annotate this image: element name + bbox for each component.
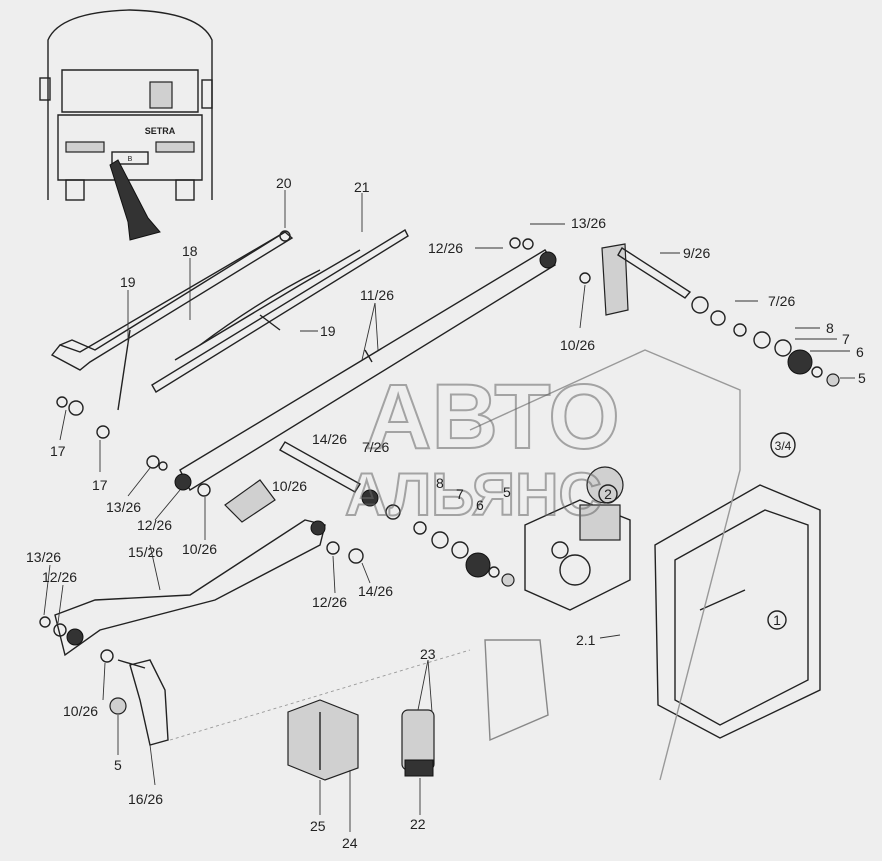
label-2-1: 2.1: [576, 632, 596, 648]
label-13-26a: 13/26: [571, 215, 606, 231]
license-plate: [111, 151, 149, 165]
label-22: 22: [410, 816, 426, 832]
label-9-26: 9/26: [683, 245, 710, 261]
label-12-26d: 12/26: [312, 594, 347, 610]
label-25: 25: [310, 818, 326, 834]
washers-left: [39, 237, 591, 663]
wiper-blade: [117, 229, 409, 411]
label-5c: 5: [114, 757, 122, 773]
leader-lines: [43, 190, 855, 832]
headlight-right: [155, 141, 195, 153]
callout-3-4: 3/4: [770, 432, 796, 458]
headlight-left: [65, 141, 105, 153]
label-14-26b: 14/26: [358, 583, 393, 599]
label-7b: 7: [456, 486, 464, 502]
bus-front-view: B SETRA: [39, 9, 213, 241]
label-24: 24: [342, 835, 358, 851]
plate-text: B: [128, 156, 133, 163]
location-arrow: [109, 159, 161, 241]
relay-block: [287, 699, 359, 781]
watermark-line2: АЛЬЯНС: [345, 461, 602, 528]
label-5a: 5: [858, 370, 866, 386]
label-19a: 19: [120, 274, 136, 290]
label-12-26b: 12/26: [137, 517, 172, 533]
label-10-26c: 10/26: [182, 541, 217, 557]
nut-6-upper: [787, 349, 813, 375]
wiper-motor: 2: [524, 466, 631, 611]
label-12-26a: 12/26: [428, 240, 463, 256]
label-21: 21: [354, 179, 370, 195]
label-16-26: 16/26: [128, 791, 163, 807]
label-2: 2: [604, 486, 612, 502]
watermark: АВТО АЛЬЯНС: [344, 365, 621, 529]
linkage-rod-lower: [54, 519, 326, 657]
label-8a: 8: [826, 320, 834, 336]
ball-joint-right: [539, 251, 557, 269]
label-3-4: 3/4: [775, 439, 792, 453]
label-7-26a: 7/26: [768, 293, 795, 309]
label-7-26b: 7/26: [362, 439, 389, 455]
label-15-26: 15/26: [128, 544, 163, 560]
label-20: 20: [276, 175, 292, 191]
label-12-26c: 12/26: [42, 569, 77, 585]
label-5b: 5: [503, 484, 511, 500]
part-labels: 20 21 18 19 19 11/26 13/26 12/26 9/26 7/…: [26, 175, 866, 851]
label-18: 18: [182, 243, 198, 259]
label-8b: 8: [436, 475, 444, 491]
label-23: 23: [420, 646, 436, 662]
body-panel-background: [169, 349, 741, 781]
ball-joint-left: [174, 473, 192, 491]
linkage-rod-upper: [174, 249, 557, 491]
control-module: 1: [654, 484, 821, 739]
label-13-26c: 13/26: [26, 549, 61, 565]
label-19b: 19: [320, 323, 336, 339]
label-7a: 7: [842, 331, 850, 347]
label-17b: 17: [92, 477, 108, 493]
wiper-shaft-lower: [224, 441, 515, 587]
crank-bracket: [109, 659, 169, 746]
label-13-26b: 13/26: [106, 499, 141, 515]
label-14-26a: 14/26: [312, 431, 347, 447]
sensor-unit: [401, 709, 435, 777]
label-10-26d: 10/26: [63, 703, 98, 719]
wiper-shaft-upper: [601, 243, 840, 387]
label-1: 1: [773, 612, 781, 628]
label-11-26: 11/26: [360, 287, 394, 303]
label-6a: 6: [856, 344, 864, 360]
brand-badge: SETRA: [145, 126, 176, 136]
label-10-26a: 10/26: [560, 337, 595, 353]
label-17a: 17: [50, 443, 66, 459]
label-6b: 6: [476, 497, 484, 513]
watermark-line1: АВТО: [365, 366, 620, 468]
wiper-arm: [50, 230, 294, 371]
label-10-26b: 10/26: [272, 478, 307, 494]
